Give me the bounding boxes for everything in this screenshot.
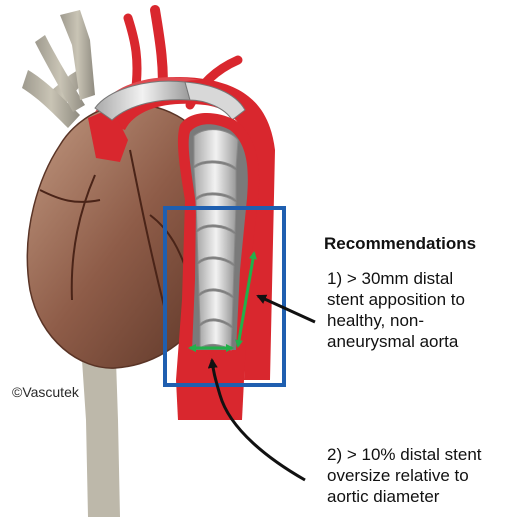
recommendation-1-line: stent apposition to <box>327 289 465 310</box>
copyright-label: ©Vascutek <box>12 384 79 400</box>
recommendation-2-line: 2) > 10% distal stent <box>327 444 482 465</box>
recommendation-1-line: 1) > 30mm distal <box>327 268 465 289</box>
recommendation-2-line: oversize relative to <box>327 465 482 486</box>
recommendation-2: 2) > 10% distal stent oversize relative … <box>327 444 482 507</box>
stent-graft-descending <box>194 130 238 350</box>
pulmonary-vessels <box>22 10 95 128</box>
recommendation-1-line: aneurysmal aorta <box>327 331 465 352</box>
recommendation-1-line: healthy, non- <box>327 310 465 331</box>
recommendations-heading: Recommendations <box>324 233 476 254</box>
recommendation-1: 1) > 30mm distal stent apposition to hea… <box>327 268 465 352</box>
recommendation-2-line: aortic diameter <box>327 486 482 507</box>
